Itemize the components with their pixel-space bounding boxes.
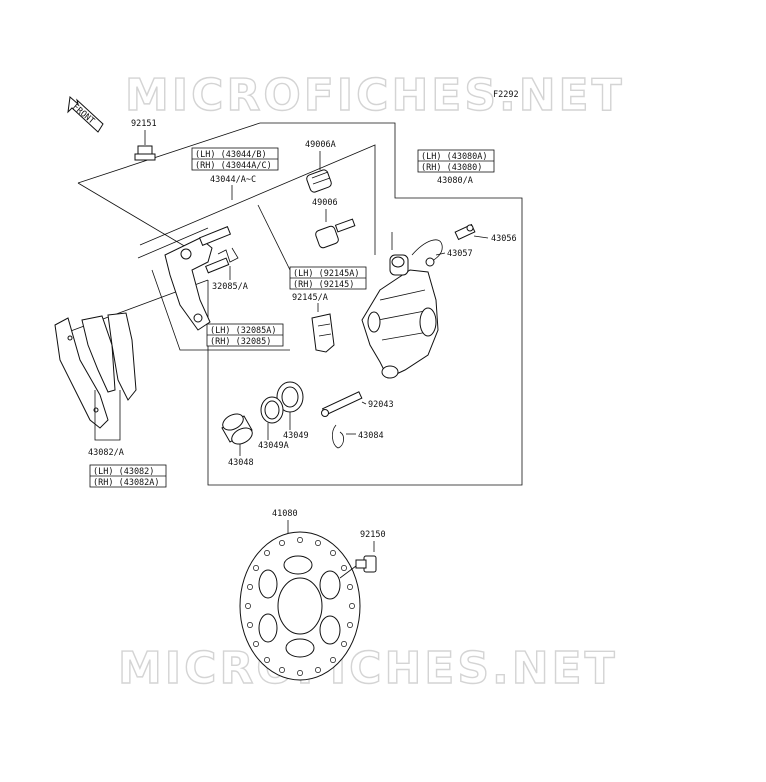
watermark-bottom: MICROFICHES.NET (118, 643, 618, 694)
part-43057[interactable]: 43057 (411, 239, 473, 267)
part-43048[interactable]: 43048 (220, 411, 255, 468)
label-43044-rh: (RH) (43044A/C) (195, 161, 272, 171)
watermark-top: MICROFICHES.NET (125, 70, 625, 121)
front-arrow-icon: FRONT (67, 96, 104, 133)
label-43084: 43084 (358, 431, 384, 441)
label-43080A: 43080/A (437, 176, 473, 186)
label-49006: 49006 (312, 198, 338, 208)
label-43044-lh: (LH) (43044/B) (195, 150, 267, 160)
label-41080: 41080 (272, 509, 298, 519)
part-49006A[interactable]: 49006A (305, 140, 336, 193)
part-43082[interactable]: 43082/A (LH) (43082) (RH) (43082A) (54, 312, 167, 488)
part-49006[interactable]: 49006 (312, 198, 356, 249)
figure-code: F2292 (493, 90, 519, 100)
part-43044[interactable]: (LH) (43044/B) (RH) (43044A/C) 43044/A~C (164, 147, 279, 331)
part-43080[interactable]: (LH) (43080A) (RH) (43080) 43080/A (361, 149, 495, 379)
label-43080-rh: (RH) (43080) (421, 163, 482, 173)
label-92150: 92150 (360, 530, 386, 540)
label-92151: 92151 (131, 119, 157, 129)
label-43057: 43057 (447, 249, 473, 259)
label-43082A: 43082/A (88, 448, 124, 458)
label-32085A: 32085/A (212, 282, 248, 292)
part-92151[interactable]: 92151 (131, 119, 157, 161)
label-43056: 43056 (491, 234, 517, 244)
part-92150[interactable]: 92150 (339, 530, 386, 579)
label-92043: 92043 (368, 400, 394, 410)
part-43049A[interactable]: 43049A (258, 396, 289, 451)
label-49006A: 49006A (305, 140, 336, 150)
label-92145-lh: (LH) (92145A) (293, 269, 360, 279)
label-92145-rh: (RH) (92145) (293, 280, 354, 290)
label-92145A: 92145/A (292, 293, 328, 303)
part-41080[interactable]: 41080 (239, 509, 361, 681)
label-43049A: 43049A (258, 441, 289, 451)
part-92043[interactable]: 92043 (321, 391, 394, 417)
part-43056[interactable]: 43056 (454, 223, 517, 244)
part-43084[interactable]: 43084 (332, 424, 384, 449)
part-32085[interactable]: 32085/A (LH) (32085A) (RH) (32085) (206, 247, 284, 347)
part-92145[interactable]: (LH) (92145A) (RH) (92145) 92145/A (289, 266, 367, 353)
label-43049: 43049 (283, 431, 309, 441)
label-43048: 43048 (228, 458, 254, 468)
label-32085-rh: (RH) (32085) (210, 337, 271, 347)
part-43049[interactable]: 43049 (276, 381, 309, 441)
label-43082-rh: (RH) (43082A) (93, 478, 160, 488)
label-43080-lh: (LH) (43080A) (421, 152, 488, 162)
label-32085-lh: (LH) (32085A) (210, 326, 277, 336)
label-43044ac: 43044/A~C (210, 175, 256, 185)
label-43082-lh: (LH) (43082) (93, 467, 154, 477)
